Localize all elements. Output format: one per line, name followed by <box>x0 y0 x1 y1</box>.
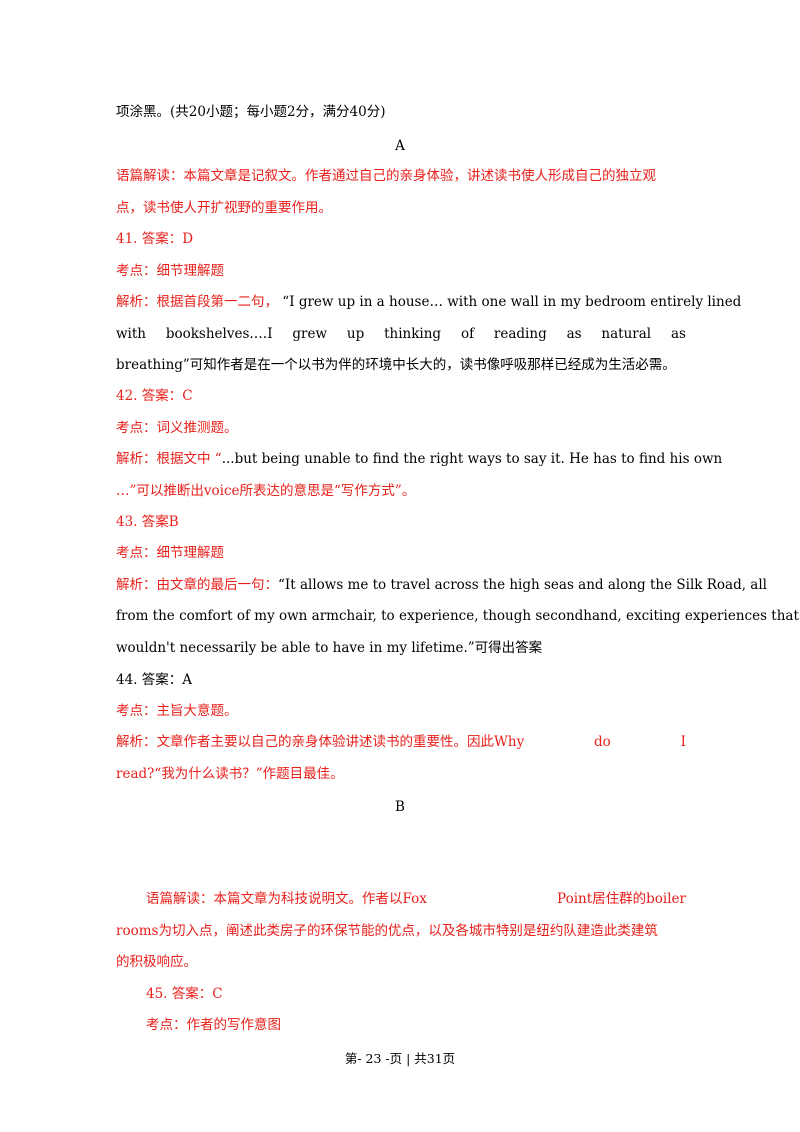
word: as <box>566 326 582 342</box>
q43-analysis-line-1: 解析：由文章的最后一句：“It allows me to travel acro… <box>116 577 767 593</box>
a-summary-line-2: 点，读书使人开扩视野的重要作用。 <box>116 200 332 216</box>
word: thinking <box>384 326 442 342</box>
word: bookshelves.…I <box>165 326 273 342</box>
q44-point: 考点：主旨大意题。 <box>116 703 238 719</box>
word: I <box>680 734 686 750</box>
page-footer: 第- 23 -页 | 共31页 <box>344 1051 456 1066</box>
q44-answer: 44. 答案：A <box>116 672 193 688</box>
q41-analysis-line-1: 解析：根据首段第一二句， “I grew up in a house… with… <box>116 294 742 310</box>
section-b-heading: B <box>395 799 405 815</box>
q43-answer: 43. 答案B <box>116 514 179 530</box>
q41-point: 考点：细节理解题 <box>116 263 224 279</box>
q42-point: 考点：词义推测题。 <box>116 420 238 436</box>
q42-answer: 42. 答案：C <box>116 388 193 404</box>
word: up <box>346 326 365 342</box>
a-summary-line-1: 语篇解读：本篇文章是记叙文。作者通过自己的亲身体验，讲述读书使人形成自己的独立观 <box>116 168 656 184</box>
b-summary-line-1: 语篇解读：本篇文章为科技说明文。作者以Fox Point居住群的boiler <box>146 889 686 909</box>
word: natural <box>601 326 652 342</box>
word: reading <box>493 326 547 342</box>
q43-analysis-line-2: from the comfort of my own armchair, to … <box>116 608 800 624</box>
word: with <box>116 326 146 342</box>
word: 解析：文章作者主要以自己的亲身体验讲述读书的重要性。因此Why <box>116 734 525 750</box>
q43-analysis-line-3: wouldn't necessarily be able to have in … <box>116 640 543 656</box>
intro-text: 项涂黑。(共20小题；每小题2分，满分40分) <box>116 104 386 120</box>
b-summary-line-2: rooms为切入点，阐述此类房子的环保节能的优点，以及各城市特别是纽约队建造此类… <box>116 923 658 939</box>
word: as <box>670 326 686 342</box>
q42-analysis-line-2: …”可以推断出voice所表达的意思是“写作方式”。 <box>116 483 416 499</box>
q41-analysis-line-2: with bookshelves.…I grew up thinking of … <box>116 324 686 344</box>
q41-analysis-line-3: breathing”可知作者是在一个以书为伴的环境中长大的，读书像呼吸那样已经成… <box>116 357 676 373</box>
word: grew <box>292 326 328 342</box>
q45-point: 考点：作者的写作意图 <box>146 1017 281 1033</box>
q42-analysis-line-1: 解析：根据文中 “...but being unable to find the… <box>116 451 723 467</box>
q43-point: 考点：细节理解题 <box>116 545 224 561</box>
section-a-heading: A <box>395 138 405 154</box>
b-summary-left: 语篇解读：本篇文章为科技说明文。作者以Fox <box>146 891 427 907</box>
q44-analysis-line-1: 解析：文章作者主要以自己的亲身体验讲述读书的重要性。因此Why do I <box>116 732 686 752</box>
q44-analysis-line-2: read?“我为什么读书？”作题目最佳。 <box>116 766 344 782</box>
q41-quote-1: “I grew up in a house… with one wall in … <box>278 294 742 310</box>
b-summary-line-3: 的积极响应。 <box>116 954 197 970</box>
b-summary-right: Point居住群的boiler <box>557 891 686 907</box>
word: of <box>460 326 475 342</box>
word: do <box>594 734 611 750</box>
q45-answer: 45. 答案：C <box>146 986 223 1002</box>
q41-answer: 41. 答案：D <box>116 231 194 247</box>
